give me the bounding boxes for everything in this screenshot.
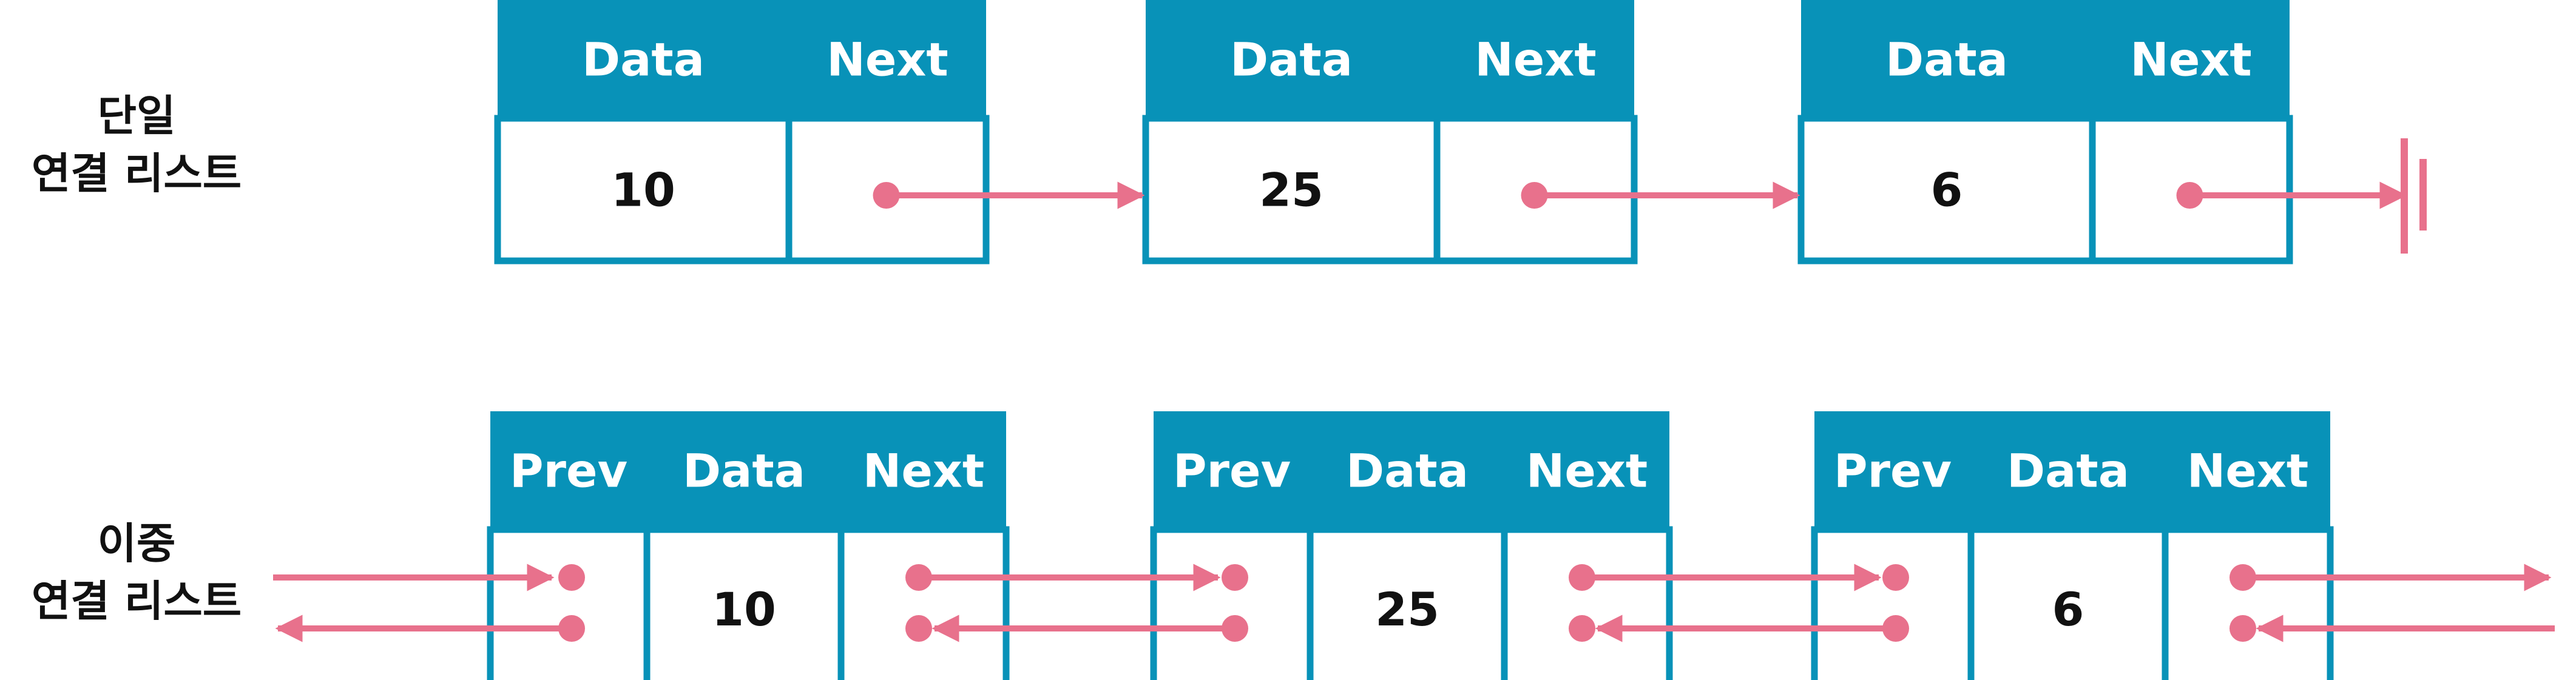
doubly-tail-out-pointer-dot — [2229, 564, 2256, 591]
doubly-header-data: Data — [1346, 444, 1469, 498]
singly-node-header — [1801, 0, 2290, 118]
singly-next-pointer-null-dot — [2176, 182, 2203, 209]
doubly-node-header — [1154, 411, 1669, 530]
doubly-node: Prev Data Next 6 — [1811, 411, 2334, 680]
doubly-prev-pointer-dot — [1882, 615, 1909, 642]
singly-node: Data Next 6 — [1797, 0, 2293, 264]
singly-next-pointer-dot — [873, 182, 900, 209]
doubly-data-value: 25 — [1375, 582, 1439, 636]
singly-next-pointer — [873, 181, 1145, 209]
doubly-next-dot — [905, 615, 932, 642]
doubly-data-value: 10 — [712, 582, 776, 636]
singly-node-header — [498, 0, 986, 118]
doubly-linked-list: Prev Data Next 10 Prev Data Next 25 Prev Data Next… — [273, 411, 2555, 680]
doubly-head-out-pointer-dot — [558, 615, 585, 642]
null-terminator-icon — [2401, 138, 2427, 254]
doubly-label-line1: 이중 — [98, 519, 176, 568]
singly-header-next: Next — [827, 33, 948, 87]
doubly-node-body — [1150, 526, 1673, 680]
doubly-node-body — [487, 526, 1010, 680]
singly-node: Data Next 10 — [494, 0, 990, 264]
doubly-next-pointer-dot — [905, 564, 932, 591]
singly-header-next: Next — [2130, 33, 2252, 87]
doubly-head-out-pointer — [275, 614, 585, 642]
doubly-prev-dot — [1222, 564, 1248, 591]
doubly-prev-dot — [558, 564, 585, 591]
doubly-header-prev: Prev — [510, 444, 627, 498]
doubly-header-prev: Prev — [1173, 444, 1291, 498]
doubly-prev-dot — [1882, 564, 1909, 591]
doubly-node-header — [490, 411, 1006, 530]
singly-header-next: Next — [1475, 33, 1597, 87]
singly-node-body — [494, 115, 990, 264]
doubly-node: Prev Data Next 10 — [487, 411, 1010, 680]
doubly-prev-pointer — [1595, 614, 1909, 642]
singly-linked-list: Data Next 10 Data Next 25 Data Next 6 — [494, 0, 2427, 264]
singly-node-header — [1146, 0, 1634, 118]
singly-next-pointer-null — [2176, 181, 2407, 209]
doubly-node-header — [1814, 411, 2330, 530]
singly-data-value: 25 — [1259, 163, 1323, 217]
doubly-node-body — [1811, 526, 2334, 680]
singly-label-line1: 단일 — [98, 91, 176, 141]
doubly-header-next: Next — [1526, 444, 1648, 498]
singly-data-value: 6 — [1931, 163, 1963, 217]
doubly-header-data: Data — [683, 444, 805, 498]
doubly-header-prev: Prev — [1834, 444, 1952, 498]
doubly-prev-pointer-dot — [1222, 615, 1248, 642]
doubly-data-value: 6 — [2052, 582, 2084, 636]
doubly-node: Prev Data Next 25 — [1150, 411, 1673, 680]
singly-header-data: Data — [1885, 33, 2008, 87]
doubly-header-next: Next — [863, 444, 985, 498]
singly-header-data: Data — [582, 33, 705, 87]
doubly-next-pointer — [905, 564, 1221, 591]
doubly-tail-out-pointer — [2229, 564, 2552, 591]
singly-node-body — [1797, 115, 2293, 264]
doubly-header-data: Data — [2007, 444, 2129, 498]
singly-node: Data Next 25 — [1142, 0, 1638, 264]
singly-next-pointer — [1521, 181, 1800, 209]
doubly-next-pointer — [1569, 564, 1882, 591]
singly-label-line2: 연결 리스트 — [32, 149, 242, 198]
doubly-header-next: Next — [2187, 444, 2309, 498]
doubly-label-line2: 연결 리스트 — [32, 576, 242, 626]
singly-node-body — [1142, 115, 1638, 264]
singly-data-value: 10 — [611, 163, 675, 217]
doubly-prev-pointer — [931, 614, 1248, 642]
singly-header-data: Data — [1230, 33, 1353, 87]
doubly-next-pointer-dot — [1569, 564, 1595, 591]
doubly-next-dot — [1569, 615, 1595, 642]
doubly-next-dot — [2229, 615, 2256, 642]
singly-next-pointer-dot — [1521, 182, 1548, 209]
